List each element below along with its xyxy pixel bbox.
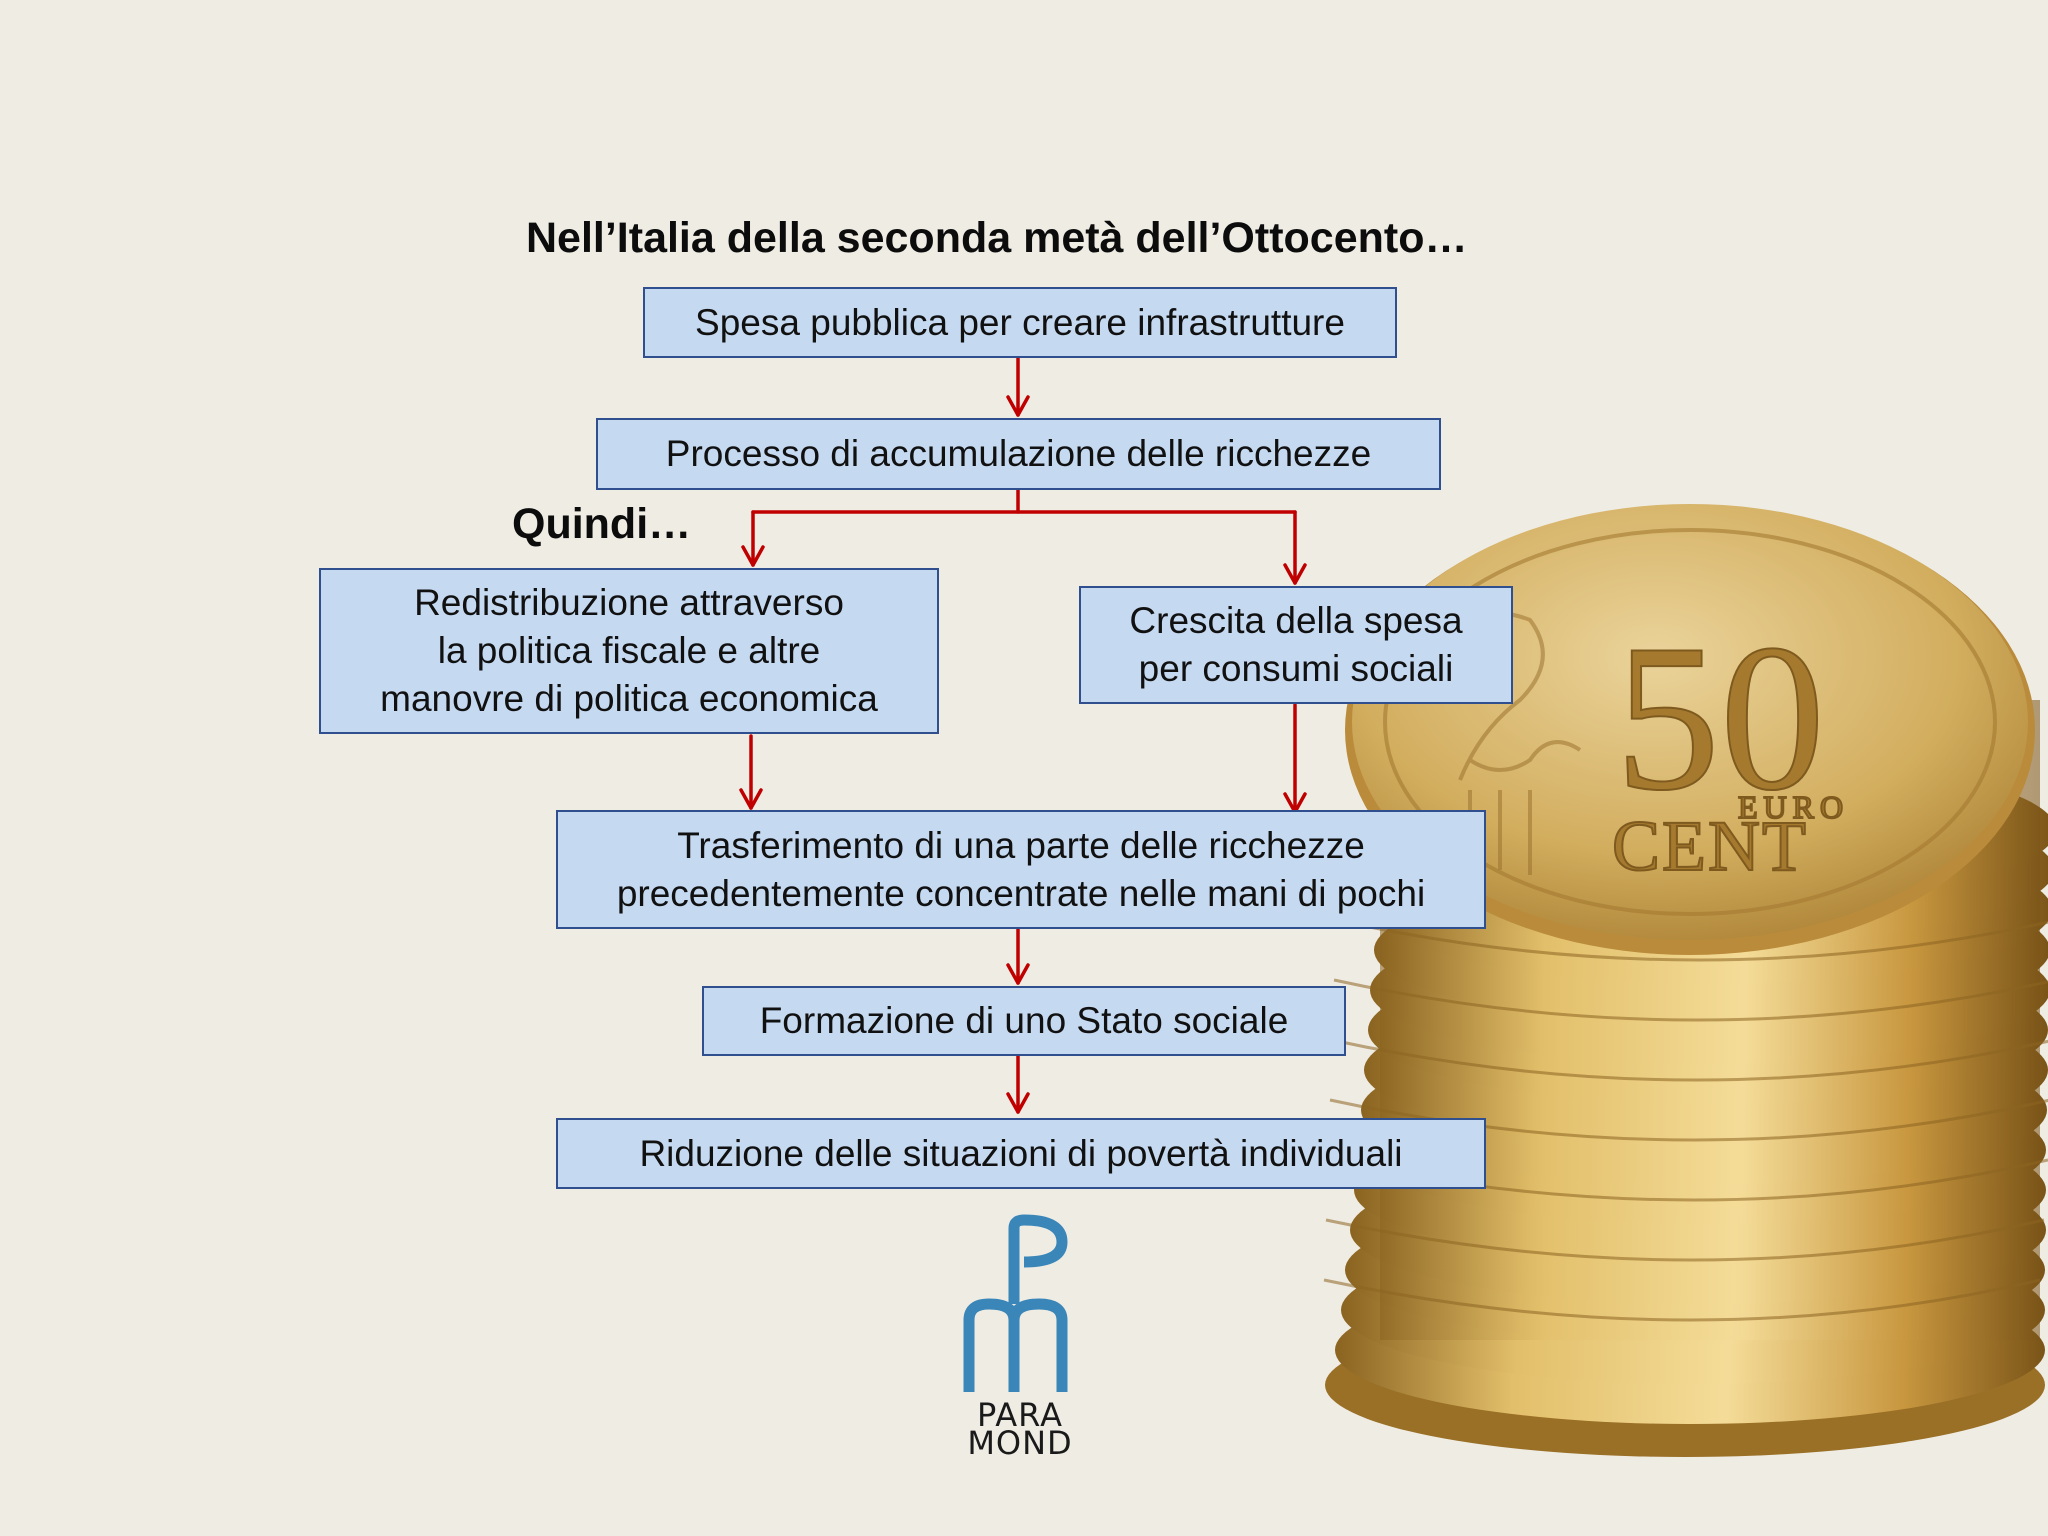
node-crescita-line-2: per consumi sociali (1138, 648, 1454, 689)
arrow-crescita-to-trasferimento (1283, 703, 1307, 814)
coin-top-face (1345, 504, 2035, 955)
node-processo-accumulazione: Processo di accumulazione delle ricchezz… (596, 418, 1441, 490)
arrow-trasferimento-to-formazione (1006, 927, 1030, 985)
node-crescita-spesa: Crescita della spesa per consumi sociali (1079, 586, 1513, 704)
coin-unit: CENT (1612, 806, 1808, 886)
diagram-title: Nell’Italia della seconda metà dell’Otto… (526, 214, 1468, 262)
arrow-formazione-to-riduzione (1006, 1054, 1030, 1114)
arrow-processo-branch (741, 488, 1307, 585)
arrow-spesa-to-processo (1006, 356, 1030, 417)
coin-currency: EURO (1738, 789, 1849, 825)
node-formazione-label: Formazione di uno Stato sociale (759, 1000, 1289, 1041)
node-riduzione-poverta: Riduzione delle situazioni di povertà in… (556, 1118, 1486, 1189)
coin-value: 50 (1615, 602, 1825, 834)
coin-inscription: 50 EURO CENT (1611, 601, 1849, 887)
logo-text-line-2: MOND (967, 1424, 1073, 1462)
node-redistribuzione-line-3: manovre di politica economica (380, 678, 878, 719)
node-redistribuzione-line-2: la politica fiscale e altre (437, 630, 821, 671)
node-trasferimento-line-1: Trasferimento di una parte delle ricchez… (677, 824, 1365, 866)
paramond-logo (963, 1214, 1068, 1392)
node-trasferimento: Trasferimento di una parte delle ricchez… (556, 810, 1486, 929)
node-trasferimento-line-2: precedentemente concentrate nelle mani d… (616, 872, 1426, 914)
logo-text-line-1: PARA (977, 1396, 1063, 1434)
node-redistribuzione: Redistribuzione attraverso la politica f… (319, 568, 939, 734)
node-riduzione-label: Riduzione delle situazioni di povertà in… (639, 1132, 1403, 1174)
node-spesa-label: Spesa pubblica per creare infrastrutture (695, 301, 1345, 343)
node-spesa-pubblica: Spesa pubblica per creare infrastrutture (643, 287, 1397, 358)
node-formazione-stato-sociale: Formazione di uno Stato sociale (702, 986, 1346, 1056)
node-crescita-line-1: Crescita della spesa (1129, 600, 1463, 641)
connector-label: Quindi… (512, 500, 692, 548)
node-processo-label: Processo di accumulazione delle ricchezz… (665, 433, 1372, 474)
arrow-redistribuzione-to-trasferimento (739, 734, 763, 810)
node-redistribuzione-line-1: Redistribuzione attraverso (414, 582, 844, 623)
